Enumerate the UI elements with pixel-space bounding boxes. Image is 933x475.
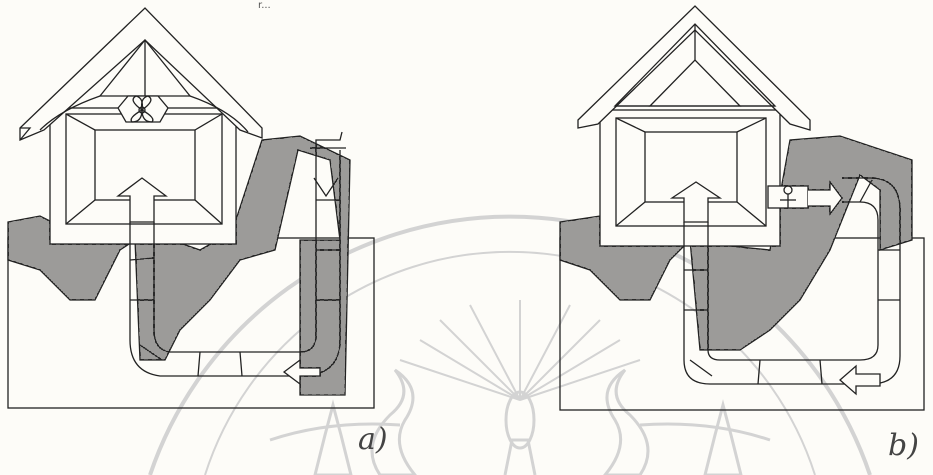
panel-a-scribble: r... [258, 0, 271, 11]
panel-a-label: a) [358, 422, 388, 457]
panel-a [8, 8, 374, 408]
flow-arrow-left-b [840, 366, 880, 394]
valve-icon [768, 186, 808, 208]
fan-icon [118, 96, 168, 122]
panel-b-label: b) [888, 428, 919, 463]
panel-b [560, 6, 924, 410]
